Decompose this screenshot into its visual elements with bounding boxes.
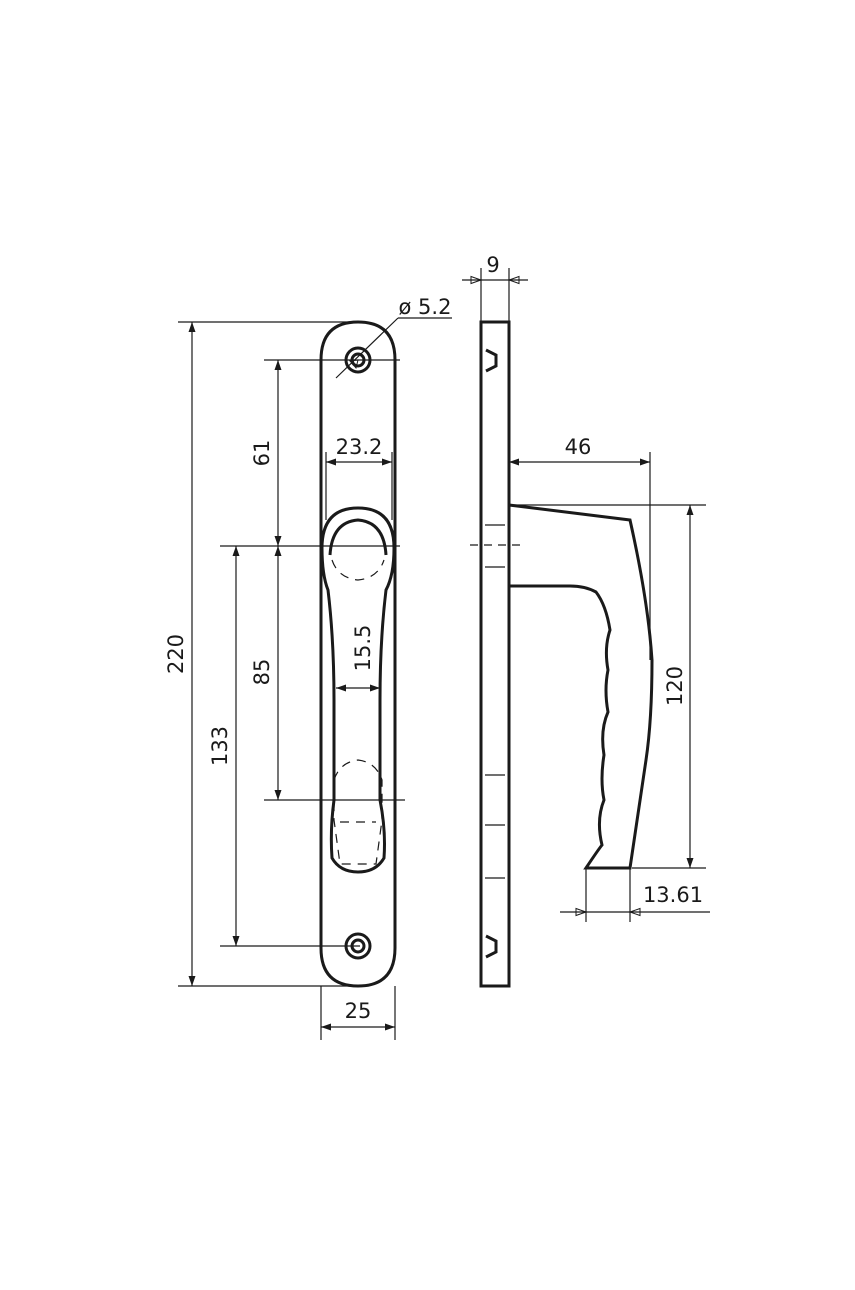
label-top-width: 9: [486, 253, 499, 277]
dimension-labels: 9 ø 5.2 23.2 46 25 13.61 220 133 61 85 1…: [164, 253, 703, 1023]
label-hole-spacing: 133: [208, 726, 232, 766]
side-hidden-lines: [470, 524, 520, 879]
lever-outline: [320, 506, 396, 874]
side-plate: [479, 320, 511, 988]
label-hole-diameter: ø 5.2: [399, 295, 452, 319]
bottom-countersink: [485, 934, 498, 959]
label-lever-width: 15.5: [351, 625, 375, 672]
label-plate-width: 25: [345, 999, 372, 1023]
lever-hidden-tip: [333, 759, 383, 865]
label-upper-distance: 61: [250, 440, 274, 467]
label-tip-width: 13.61: [643, 883, 703, 907]
top-countersink: [485, 348, 498, 373]
label-spindle-to-lower: 85: [250, 659, 274, 686]
label-spindle-width: 23.2: [336, 435, 383, 459]
hole-leader: [335, 317, 399, 379]
label-overall-height: 220: [164, 634, 188, 674]
side-view: [470, 320, 654, 988]
backplate-outline: [319, 320, 397, 988]
lever-inner-rim: [328, 518, 388, 556]
label-lever-length: 120: [663, 666, 687, 706]
side-lever: [507, 503, 654, 870]
label-projection: 46: [565, 435, 592, 459]
spindle-hidden-line: [331, 559, 385, 581]
dimension-lines: [178, 268, 710, 1040]
